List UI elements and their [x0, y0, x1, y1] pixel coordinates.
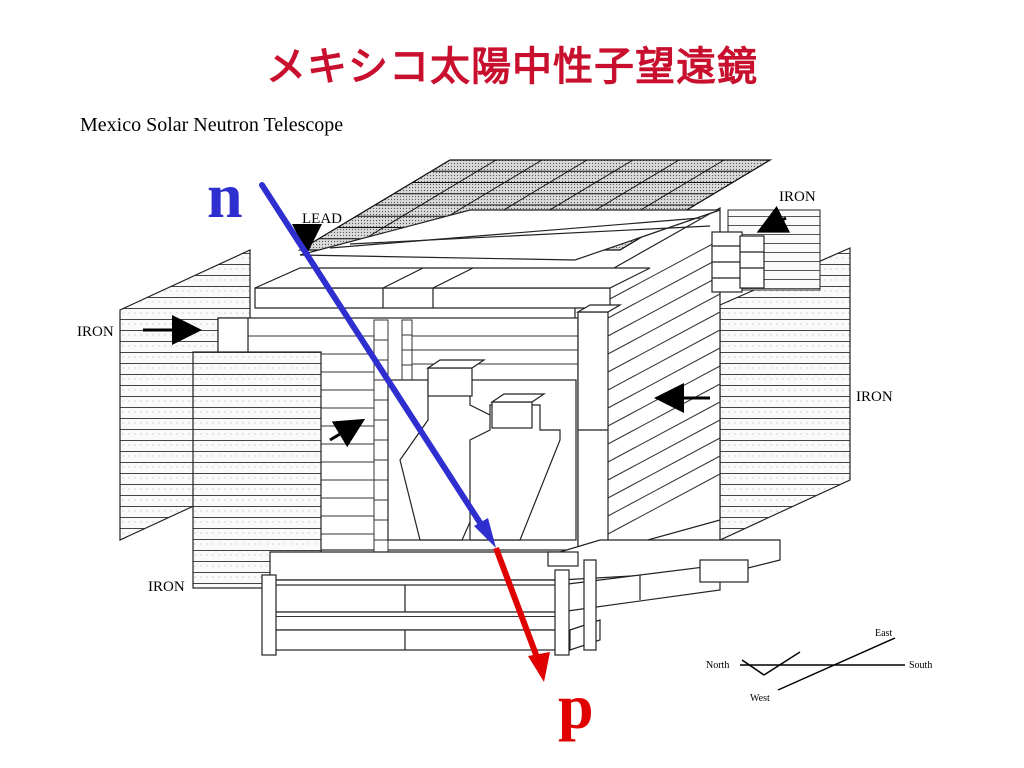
compass-rose: North South East West — [706, 628, 932, 704]
particle-tracks — [259, 182, 550, 682]
diagram-subtitle: Mexico Solar Neutron Telescope — [80, 114, 344, 136]
lead-label: LEAD — [302, 211, 342, 227]
iron-panel-front-left — [192, 351, 322, 589]
compass-west-label: West — [750, 693, 770, 704]
panel-arrows — [143, 205, 791, 448]
iron-label-bottom-left: IRON — [148, 579, 185, 595]
compass-east-label: East — [875, 628, 892, 639]
compass-south-label: South — [909, 660, 932, 671]
iron-label-right: IRON — [856, 389, 893, 405]
page-title: メキシコ太陽中性子望遠鏡 — [266, 44, 758, 90]
base-pallet — [261, 539, 781, 656]
detector-body-right — [299, 206, 765, 561]
iron-label-top-right: IRON — [779, 189, 816, 205]
compass-north-label: North — [706, 660, 729, 671]
neutron-label: n — [207, 160, 243, 231]
upper-slab — [254, 267, 651, 309]
iron-label-left: IRON — [77, 324, 114, 340]
proton-label: p — [558, 671, 594, 742]
